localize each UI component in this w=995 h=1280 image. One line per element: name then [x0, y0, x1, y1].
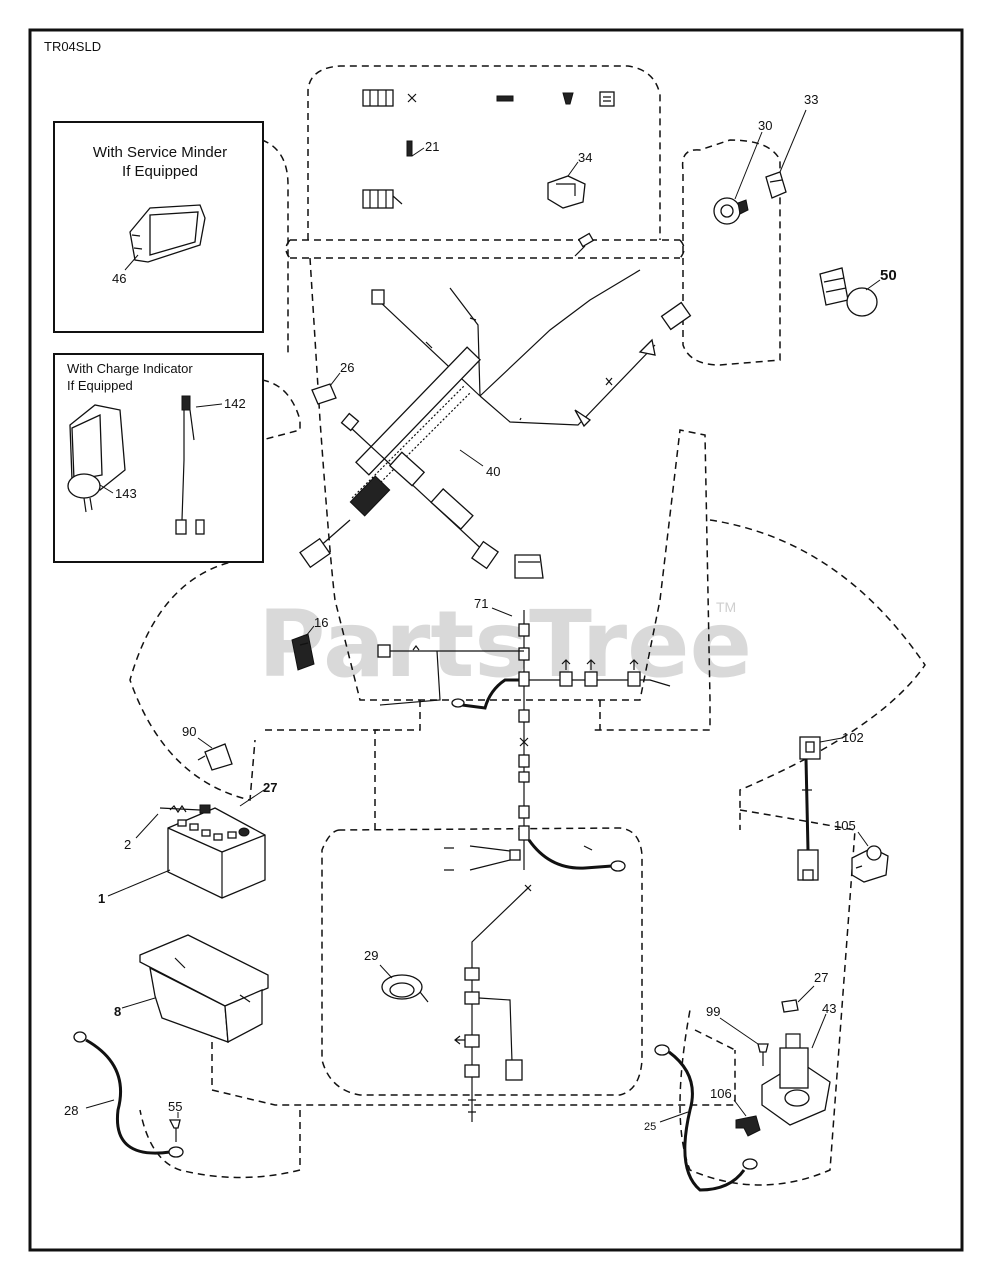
charge-indicator-part — [67, 404, 126, 513]
watermark-trademark: TM — [716, 599, 736, 615]
callout-34: 34 — [578, 150, 592, 165]
leader-143 — [99, 484, 114, 494]
seat-harness — [454, 884, 532, 1122]
charge-indicator-harness — [175, 395, 205, 535]
diagram-code: TR04SLD — [44, 39, 101, 54]
callout-105: 105 — [834, 818, 856, 833]
callout-27b: 27 — [814, 970, 828, 985]
service-minder-title: With Service Minder — [93, 144, 227, 161]
leader-21 — [411, 147, 425, 157]
battery — [159, 804, 266, 899]
callout-1: 1 — [98, 891, 105, 906]
callout-71: 71 — [474, 596, 488, 611]
part-16 — [291, 633, 315, 671]
callout-25: 25 — [644, 1121, 656, 1133]
part-29 — [381, 974, 429, 1003]
service-minder-subtitle: If Equipped — [122, 163, 198, 180]
leader-28 — [85, 1099, 115, 1109]
part-106 — [735, 1115, 761, 1137]
leader-1 — [107, 869, 171, 897]
callout-30: 30 — [758, 118, 772, 133]
callout-50: 50 — [880, 267, 897, 284]
callout-143: 143 — [115, 486, 137, 501]
callout-99: 99 — [706, 1004, 720, 1019]
dash-connectors-top — [362, 89, 615, 107]
callout-106: 106 — [710, 1086, 732, 1101]
leader-16 — [305, 625, 315, 637]
callout-21: 21 — [425, 139, 439, 154]
part-43 — [761, 1033, 831, 1126]
callout-90: 90 — [182, 724, 196, 739]
watermark: PartsTree — [258, 591, 752, 698]
callout-26: 26 — [340, 360, 354, 375]
part-105 — [851, 845, 889, 883]
leader-50 — [865, 279, 881, 291]
callout-43: 43 — [822, 1001, 836, 1016]
leader-27a — [239, 789, 265, 807]
leader-99 — [719, 1017, 759, 1045]
battery-cable-28 — [73, 1031, 184, 1158]
leader-102 — [819, 737, 843, 743]
leader-26 — [329, 372, 341, 387]
callout-2: 2 — [124, 837, 131, 852]
charge-indicator-title: With Charge Indicator — [67, 361, 193, 376]
callout-142: 142 — [224, 396, 246, 411]
callout-16: 16 — [314, 615, 328, 630]
battery-cable-25 — [654, 1044, 758, 1192]
part-90 — [197, 743, 233, 771]
bolt-99 — [757, 1043, 769, 1066]
leader-33 — [779, 109, 807, 173]
leader-40 — [459, 449, 484, 467]
battery-tray — [139, 934, 269, 1044]
leader-30 — [734, 131, 763, 200]
leader-2 — [135, 813, 159, 839]
callout-55: 55 — [168, 1099, 182, 1114]
part-34 — [547, 175, 586, 209]
callout-33: 33 — [804, 92, 818, 107]
callout-46: 46 — [112, 271, 126, 286]
leader-142 — [195, 403, 223, 408]
part-50 — [819, 267, 878, 317]
callout-29: 29 — [364, 948, 378, 963]
bolt-55 — [168, 1119, 181, 1142]
part-30 — [713, 197, 749, 225]
callout-27a: 27 — [263, 780, 277, 795]
leader-43 — [811, 1013, 827, 1049]
leader-105 — [857, 831, 869, 847]
callout-28: 28 — [64, 1103, 78, 1118]
leader-71 — [491, 607, 513, 617]
diagram-frame — [28, 28, 964, 1252]
part-102 — [797, 736, 821, 881]
leader-34 — [567, 161, 579, 177]
part-26 — [311, 383, 337, 405]
tractor-outline — [129, 65, 926, 1186]
charge-indicator-subtitle: If Equipped — [67, 378, 133, 393]
service-minder-part — [129, 204, 206, 263]
part-21 — [362, 140, 413, 209]
leader-29 — [379, 964, 393, 979]
callout-40: 40 — [486, 464, 500, 479]
harness-71 — [377, 610, 671, 872]
leader-27b — [797, 985, 815, 1003]
leader-90 — [197, 737, 213, 749]
leader-46 — [124, 254, 139, 271]
leader-106 — [733, 1099, 747, 1117]
main-harness — [299, 232, 692, 579]
part-33 — [765, 171, 787, 199]
callout-102: 102 — [842, 730, 864, 745]
leader-8 — [121, 997, 156, 1009]
nut-27b — [781, 999, 799, 1013]
leader-25 — [659, 1111, 689, 1123]
callout-8: 8 — [114, 1004, 121, 1019]
